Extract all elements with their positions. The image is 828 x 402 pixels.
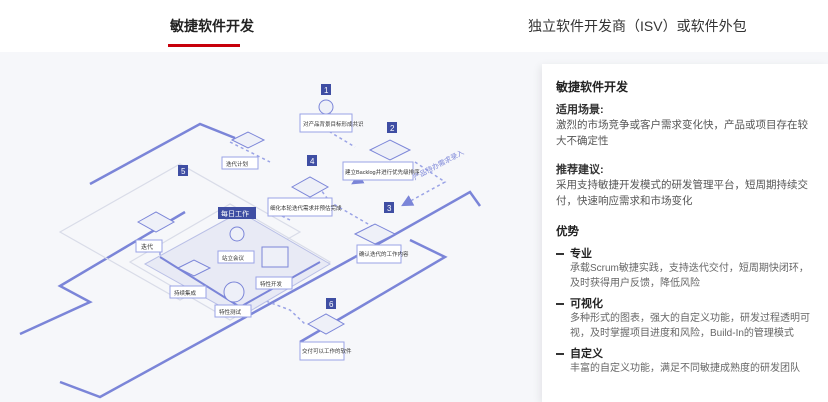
daily-work-platform <box>143 211 331 318</box>
iteration-content-card <box>356 244 402 264</box>
standup-icon <box>229 226 245 242</box>
step-6-number: 6 <box>329 300 334 309</box>
advantage-text: 承载Scrum敏捷实践，支持迭代交付，短周期快闭环，及时获得用户反馈，降低风险 <box>570 263 809 289</box>
scenario-text: 激烈的市场竞争或客户需求变化快，产品或项目存在较大不确定性 <box>556 119 808 147</box>
step-5-badge <box>178 165 188 176</box>
agile-process-diagram: 产品待办需求录入 1 对产品背景目标形成共识 2 建立Backlog并进行优先级… <box>19 84 482 399</box>
step-4-number: 4 <box>310 157 315 166</box>
tab-agile-development[interactable]: 敏捷软件开发 <box>170 18 254 34</box>
monitor-icon <box>261 246 289 268</box>
ci-label: 持续集成 <box>174 289 197 297</box>
step-1: 1 对产品背景目标形成共识 <box>299 84 364 133</box>
step-4-badge <box>307 155 317 166</box>
advice-label: 推荐建议: <box>556 164 604 176</box>
feature-test-node: 特性测试 <box>214 281 252 318</box>
ci-card <box>169 285 207 299</box>
step-5: 5 迭代计划 <box>178 131 266 176</box>
step-4-label: 细化本轮迭代需求并预估完成 <box>270 204 342 212</box>
product-owner-icon <box>318 99 334 115</box>
advantage-customization: 自定义 丰富的自定义功能，满足不同敏捷成熟度的研发团队 <box>556 345 814 376</box>
iteration-plan-icon <box>230 131 266 149</box>
deliver-software-card <box>299 341 345 361</box>
iteration-icon <box>136 211 176 233</box>
standup-label: 站立会议 <box>222 254 245 262</box>
deliver-software-icon <box>306 313 346 335</box>
iteration-node: 迭代 <box>135 211 176 253</box>
feature-dev-node: 特性开发 <box>255 246 293 290</box>
feature-test-card <box>214 304 252 318</box>
advantage-title: 专业 <box>570 248 592 260</box>
platforms <box>58 163 332 321</box>
ci-icon <box>176 259 212 277</box>
backlog-box-icon <box>368 139 412 161</box>
iteration-card <box>135 239 163 253</box>
advantage-title: 自定义 <box>570 348 603 360</box>
step-5-label: 迭代计划 <box>226 160 248 168</box>
dash-icon <box>556 353 564 356</box>
iteration-content-icon <box>353 223 397 245</box>
step-3-label: 确认迭代的工作内容 <box>359 250 409 258</box>
daily-work-badge <box>218 207 256 219</box>
step-6: 6 交付可以工作的软件 <box>299 298 352 361</box>
feature-test-label: 特性测试 <box>219 308 242 316</box>
feature-dev-card <box>255 276 293 290</box>
advantage-title: 可视化 <box>570 298 603 310</box>
panel-title: 敏捷软件开发 <box>556 80 629 94</box>
advice-text: 采用支持敏捷开发模式的研发管理平台，短周期持续交付，快速响应需求和市场变化 <box>556 179 808 207</box>
refine-requirement-card <box>267 197 333 217</box>
tab-bar: 敏捷软件开发 独立软件开发商（ISV）或软件外包 <box>0 0 828 48</box>
advantages-heading: 优势 <box>556 226 579 238</box>
step-6-label: 交付可以工作的软件 <box>302 347 352 355</box>
tab-isv-outsourcing[interactable]: 独立软件开发商（ISV）或软件外包 <box>528 18 747 34</box>
refine-requirement-icon <box>290 176 330 198</box>
continuous-integration-node: 持续集成 <box>169 259 212 299</box>
step-4: 4 细化本轮迭代需求并预估完成 <box>267 155 342 217</box>
advantage-visualization: 可视化 多种形式的图表，强大的自定义功能，研发过程透明可视，及时掌握项目进度和风… <box>556 295 814 341</box>
iteration-label: 迭代 <box>141 243 153 251</box>
dash-icon <box>556 253 564 256</box>
standup-card <box>217 250 255 264</box>
step-2-number: 2 <box>390 124 395 133</box>
product-owner-card <box>299 113 353 133</box>
step-3-badge <box>384 202 394 213</box>
advantage-text: 多种形式的图表，强大的自定义功能，研发过程透明可视，及时掌握项目进度和风险，Bu… <box>570 313 810 339</box>
advantage-professional: 专业 承载Scrum敏捷实践，支持迭代交付，短周期快闭环，及时获得用户反馈，降低… <box>556 245 814 291</box>
step-6-badge <box>326 298 336 309</box>
step-1-label: 对产品背景目标形成共识 <box>303 120 364 128</box>
iteration-plan-card <box>221 156 259 170</box>
step-1-number: 1 <box>324 86 329 95</box>
scenario-label: 适用场景: <box>556 104 604 116</box>
step-1-badge <box>321 84 331 95</box>
feature-dev-label: 特性开发 <box>260 280 283 288</box>
product-backlog-side-label: 产品待办需求录入 <box>412 148 466 182</box>
step-3: 3 确认迭代的工作内容 <box>353 202 409 264</box>
agile-info-panel: 敏捷软件开发 适用场景: 激烈的市场竞争或客户需求变化快，产品或项目存在较大不确… <box>542 64 828 402</box>
test-disc-icon <box>223 281 245 303</box>
step-2: 2 建立Backlog并进行优先级排序 <box>342 122 420 181</box>
active-tab-indicator <box>168 44 240 47</box>
step-2-label: 建立Backlog并进行优先级排序 <box>345 168 420 176</box>
step-5-number: 5 <box>181 167 186 176</box>
step-3-number: 3 <box>387 204 392 213</box>
daily-work-label: 每日工作 <box>221 209 249 218</box>
backlog-card <box>342 161 414 181</box>
step-2-badge <box>387 122 397 133</box>
advantage-text: 丰富的自定义功能，满足不同敏捷成熟度的研发团队 <box>570 363 800 374</box>
dash-icon <box>556 303 564 306</box>
daily-work-node: 每日工作 站立会议 <box>217 207 256 264</box>
